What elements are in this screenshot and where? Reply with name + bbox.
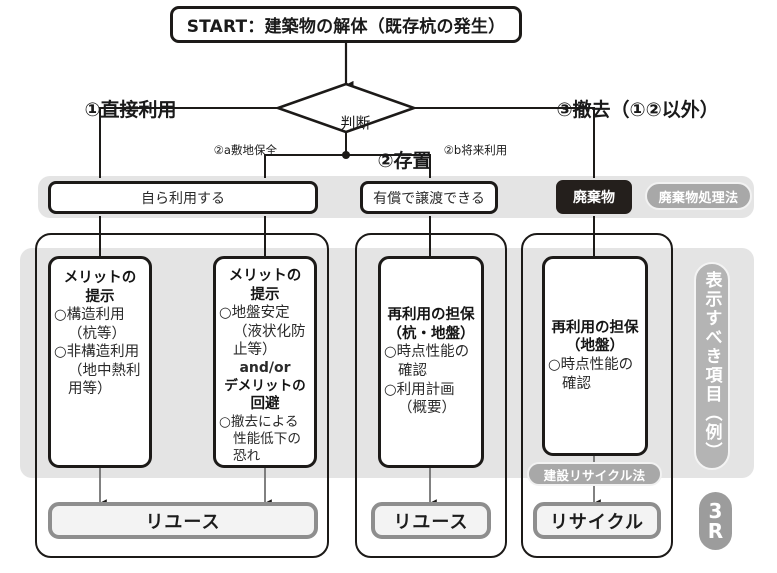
detail-lines: メリットの 提示 ○構造利用 （杭等） ○非構造利用 （地中熱利 用等） (54, 270, 141, 398)
result-box-reuse-middle: リユース (371, 502, 491, 539)
result-box-recycle: リサイクル (533, 502, 661, 539)
detail-lines: メリットの 提示 ○地盤安定 （液状化防 止等） and/or デメリットの 回… (219, 268, 306, 465)
branch-label-leave-in-place: ②存置 (377, 149, 432, 172)
group-container-direct-use (35, 233, 329, 558)
group-container-removal (521, 233, 673, 558)
group-container-leave-in-place (355, 233, 507, 558)
detail-lines: 再利用の担保 （杭・地盤） ○時点性能の 確認 ○利用計画 （概要） (384, 307, 475, 417)
row2-box-waste: 廃棄物 (556, 180, 632, 214)
branch-label-future-use: ②b将来利用 (443, 143, 508, 158)
sidebar-vertical-label: 表示すべき項目（例） (694, 262, 730, 470)
decision-label: 判断 (340, 114, 371, 133)
result-box-reuse-left: リユース (48, 502, 318, 539)
detail-box-merit-ground: メリットの 提示 ○地盤安定 （液状化防 止等） and/or デメリットの 回… (213, 256, 317, 468)
detail-box-merit-structural: メリットの 提示 ○構造利用 （杭等） ○非構造利用 （地中熱利 用等） (48, 256, 152, 468)
detail-lines: 再利用の担保 （地盤） ○時点性能の 確認 (548, 319, 639, 392)
badge-3r: 3 R (699, 492, 732, 550)
branch-label-removal: ③撤去（①②以外） (556, 98, 719, 121)
law-pill-waste-disposal-act: 廃棄物処理法 (645, 182, 752, 210)
row2-box-paid-transfer: 有償で譲渡できる (360, 181, 498, 214)
detail-box-reuse-assurance-pile-ground: 再利用の担保 （杭・地盤） ○時点性能の 確認 ○利用計画 （概要） (378, 256, 484, 468)
law-pill-construction-recycling-act: 建設リサイクル法 (527, 462, 662, 486)
branch-label-direct-use: ①直接利用 (84, 98, 177, 121)
branch-label-site-preservation: ②a敷地保全 (213, 143, 277, 158)
row2-box-self-use: 自ら利用する (48, 181, 318, 214)
start-label: START：建築物の解体（既存杭の発生） (186, 17, 506, 37)
detail-box-reuse-assurance-ground: 再利用の担保 （地盤） ○時点性能の 確認 (542, 256, 648, 456)
start-terminator: START：建築物の解体（既存杭の発生） (170, 6, 522, 43)
